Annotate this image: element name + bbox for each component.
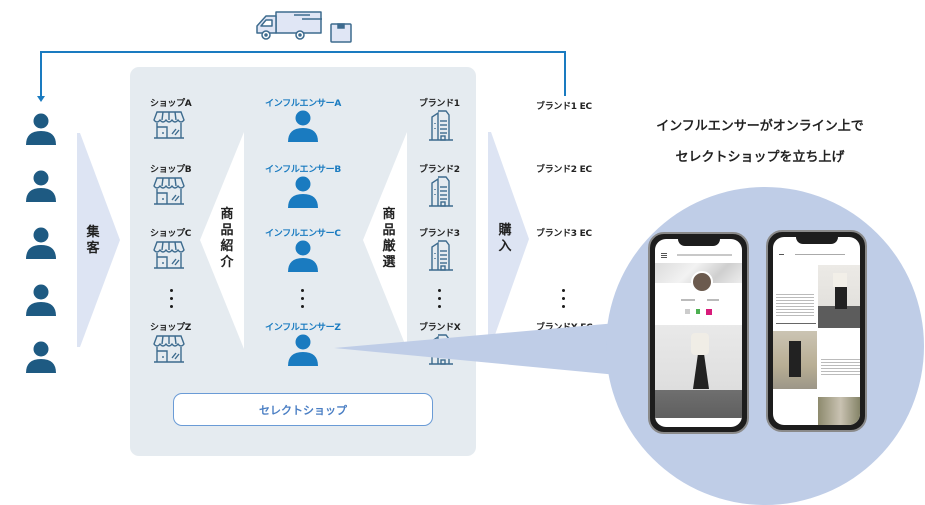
storefront-icon <box>152 109 186 145</box>
brand-label: ブランド3 <box>419 229 460 239</box>
avatar[interactable] <box>691 271 713 293</box>
outfit-photo[interactable] <box>655 325 742 418</box>
ellipsis-vertical-icon <box>562 289 566 313</box>
return-flow-line <box>40 51 566 96</box>
influencer-person-icon <box>286 109 320 147</box>
influencer-label: インフルエンサーC <box>265 229 341 239</box>
select-shop-button[interactable]: セレクトショップ <box>173 393 433 426</box>
customer-person-icon <box>24 112 58 150</box>
stat-text <box>707 299 719 301</box>
customer-person-icon <box>24 226 58 264</box>
ec-label: ブランド3 EC <box>536 229 592 239</box>
feed-caption <box>821 357 860 375</box>
feed-photo[interactable] <box>773 331 817 389</box>
office-building-icon <box>426 109 456 145</box>
purchase-arrow <box>488 132 529 346</box>
callout-pointer <box>334 322 628 376</box>
feed-photo[interactable] <box>818 265 860 328</box>
brand-label: ブランド2 <box>419 165 460 175</box>
shop-label: ショップB <box>150 165 192 175</box>
phone-screen-profile <box>655 239 742 427</box>
ellipsis-vertical-icon <box>170 289 174 313</box>
ellipsis-vertical-icon <box>301 289 305 313</box>
phone-notch <box>796 235 838 244</box>
nav-text <box>795 254 845 255</box>
purchase-label: 購入 <box>498 223 512 254</box>
influencer-person-icon <box>286 333 320 371</box>
select-label: 商品厳選 <box>382 207 396 270</box>
social-icon[interactable] <box>706 309 712 315</box>
storefront-icon <box>152 333 186 369</box>
menu-icon[interactable] <box>779 254 784 255</box>
customer-person-icon <box>24 283 58 321</box>
down-arrow-icon <box>37 96 45 102</box>
feed-photo[interactable] <box>818 397 860 425</box>
shop-label: ショップZ <box>150 323 192 333</box>
influencer-person-icon <box>286 239 320 277</box>
divider <box>776 323 816 324</box>
phone-screen-feed <box>773 237 860 425</box>
introduce-label: 商品紹介 <box>220 207 234 270</box>
phone-notch <box>678 237 720 246</box>
social-icon[interactable] <box>696 309 700 314</box>
delivery-truck-icon <box>256 11 322 40</box>
brand-label: ブランドX <box>419 323 461 333</box>
collect-arrow <box>77 133 120 347</box>
collect-label: 集客 <box>86 225 100 256</box>
hamburger-menu-icon[interactable] <box>661 253 667 254</box>
shop-title-bar <box>677 254 732 256</box>
headline-line-1: インフルエンサーがオンライン上で <box>656 119 864 134</box>
shop-label: ショップA <box>150 99 192 109</box>
office-building-icon <box>426 239 456 275</box>
influencer-person-icon <box>286 175 320 213</box>
shop-label: ショップC <box>150 229 192 239</box>
phone-mockup-feed <box>766 230 867 432</box>
ellipsis-vertical-icon <box>438 289 442 313</box>
customer-person-icon <box>24 340 58 378</box>
introduce-arrow <box>200 132 244 349</box>
customer-person-icon <box>24 169 58 207</box>
headline-line-2: セレクトショップを立ち上げ <box>675 150 845 165</box>
brand-label: ブランド1 <box>419 99 460 109</box>
feed-caption <box>776 292 814 316</box>
ec-label: ブランド2 EC <box>536 165 592 175</box>
influencer-label: インフルエンサーA <box>265 99 341 109</box>
ec-label: ブランド1 EC <box>536 102 592 112</box>
package-box-icon <box>330 23 352 43</box>
storefront-icon <box>152 239 186 275</box>
select-arrow <box>363 132 407 349</box>
office-building-icon <box>426 175 456 211</box>
stat-text <box>681 299 695 301</box>
social-icon[interactable] <box>685 309 690 314</box>
storefront-icon <box>152 175 186 211</box>
delivery-flow <box>37 11 566 102</box>
influencer-label: インフルエンサーZ <box>265 323 341 333</box>
phone-mockup-profile <box>648 232 749 434</box>
influencer-label: インフルエンサーB <box>265 165 341 175</box>
